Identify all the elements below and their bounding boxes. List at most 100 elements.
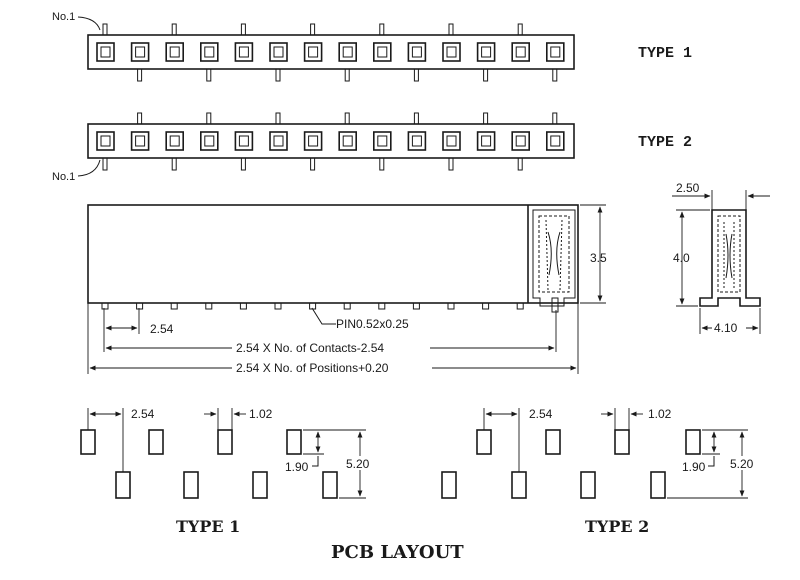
type1-cavity-inner	[446, 46, 457, 58]
type1-cavity-inner	[204, 46, 215, 58]
type1-pin1-label: No.1	[52, 11, 75, 23]
type2-cavity-inner	[342, 135, 353, 147]
side-pin	[447, 302, 455, 310]
type2-pin	[517, 157, 523, 171]
type2-cavity	[96, 131, 115, 151]
type2-pin	[137, 112, 143, 125]
top-view-type1	[87, 23, 575, 82]
type1-pin	[206, 68, 212, 82]
type2-pin	[413, 112, 419, 125]
side-height-dim: 3.5	[590, 251, 607, 265]
type2-cavity	[303, 131, 323, 151]
side-contact-section	[532, 209, 576, 313]
side-pin	[101, 302, 109, 310]
type2-cavity-inner	[515, 135, 526, 147]
type1-cavity-inner	[377, 46, 388, 58]
end-view: 2.50 4.0 4.10	[672, 181, 770, 335]
pcb-layout-type2: 2.54 1.02 1.90 5.20 TYPE 2	[441, 407, 762, 536]
type1-pin	[552, 68, 558, 82]
type1-pin1-leader	[77, 16, 101, 31]
end-height-dim: 4.0	[673, 251, 690, 265]
pcb2-offset-dim: 1.90	[682, 460, 706, 474]
type2-cavity	[269, 131, 288, 151]
type2-cavity	[511, 131, 531, 151]
side-housing	[87, 204, 579, 304]
type1-pin	[102, 23, 108, 36]
pcb2-pad	[685, 429, 701, 455]
pcb2-type-label: TYPE 2	[585, 517, 649, 536]
type2-pin1-leader	[77, 159, 101, 177]
type2-cavity-inner	[135, 135, 146, 147]
type1-cavity-inner	[273, 46, 284, 58]
side-pins	[101, 302, 524, 310]
end-width-dim: 2.50	[676, 181, 700, 195]
pcb1-offset-dim: 1.90	[285, 460, 309, 474]
type1-cavity-inner	[515, 46, 526, 58]
type1-pin	[137, 68, 143, 82]
type2-cavity-inner	[411, 135, 422, 147]
type1-cavity-inner	[481, 46, 492, 58]
pcb1-pad	[217, 429, 233, 455]
pcb2-span-dim: 5.20	[730, 457, 754, 471]
type2-cavity-inner	[169, 135, 180, 147]
type1-pin	[310, 23, 316, 36]
type1-cavity	[545, 42, 565, 62]
side-pin	[239, 302, 247, 310]
type1-pin	[517, 23, 523, 36]
type1-housing	[87, 34, 575, 70]
type1-pin	[413, 68, 419, 82]
pcb1-pitch-dim: 2.54	[131, 407, 155, 421]
contacts-formula-dim: 2.54 X No. of Contacts-2.54	[236, 341, 384, 355]
pcb-layout-type1: 2.54 1.02 1.90 5.20 TYPE 1	[80, 407, 376, 536]
pcb1-pad	[252, 471, 268, 499]
type1-pin	[379, 23, 385, 36]
type1-pin	[240, 23, 246, 36]
type2-cavity-inner	[446, 135, 457, 147]
type1-cavity	[269, 42, 288, 62]
type1-cavity-inner	[308, 46, 319, 58]
type2-cavity	[130, 131, 150, 151]
type1-cavity	[442, 42, 461, 62]
type1-pin	[448, 23, 454, 36]
end-foot-dim: 4.10	[714, 321, 738, 335]
type1-cavity-inner	[411, 46, 422, 58]
side-view: 3.5 2.54 PIN0.52x0.25 2.54 X No. of Cont…	[87, 204, 607, 375]
type2-cavity	[372, 131, 392, 151]
pcb1-pad	[286, 429, 302, 455]
side-pin	[136, 302, 144, 310]
type1-cavity	[338, 42, 358, 62]
type2-pin	[171, 157, 177, 171]
side-pin	[274, 302, 282, 310]
positions-formula-dim: 2.54 X No. of Positions+0.20	[236, 361, 389, 375]
pcb1-pad	[148, 429, 164, 455]
type2-pin	[379, 157, 385, 171]
pcb1-pad	[80, 429, 96, 455]
type1-cavity-inner	[100, 46, 111, 58]
type1-cavity-inner	[169, 46, 180, 58]
type2-pin	[240, 157, 246, 171]
type1-cavity	[407, 42, 427, 62]
type2-cavity-inner	[238, 135, 249, 147]
pcb2-pad	[545, 429, 561, 455]
pcb2-pitch-dim: 2.54	[529, 407, 553, 421]
pcb2-pad	[441, 471, 457, 499]
pcb1-span-dim: 5.20	[346, 457, 370, 471]
type1-cavity	[200, 42, 219, 62]
type1-pin	[483, 68, 489, 82]
type2-pin	[448, 157, 454, 171]
type1-cavity-inner	[550, 46, 561, 58]
side-pin	[378, 302, 386, 310]
pcb1-hole-dim: 1.02	[249, 407, 273, 421]
type1-cavity	[96, 42, 115, 62]
type2-pin	[344, 112, 350, 125]
type2-cavity-inner	[377, 135, 388, 147]
type2-cavity-inner	[550, 135, 561, 147]
type2-cavity-inner	[481, 135, 492, 147]
type2-label: TYPE 2	[638, 134, 692, 151]
side-pin	[205, 302, 213, 310]
pcb2-pad	[580, 471, 596, 499]
type2-housing	[87, 123, 575, 159]
type1-cavity-inner	[135, 46, 146, 58]
type1-label: TYPE 1	[638, 45, 692, 62]
